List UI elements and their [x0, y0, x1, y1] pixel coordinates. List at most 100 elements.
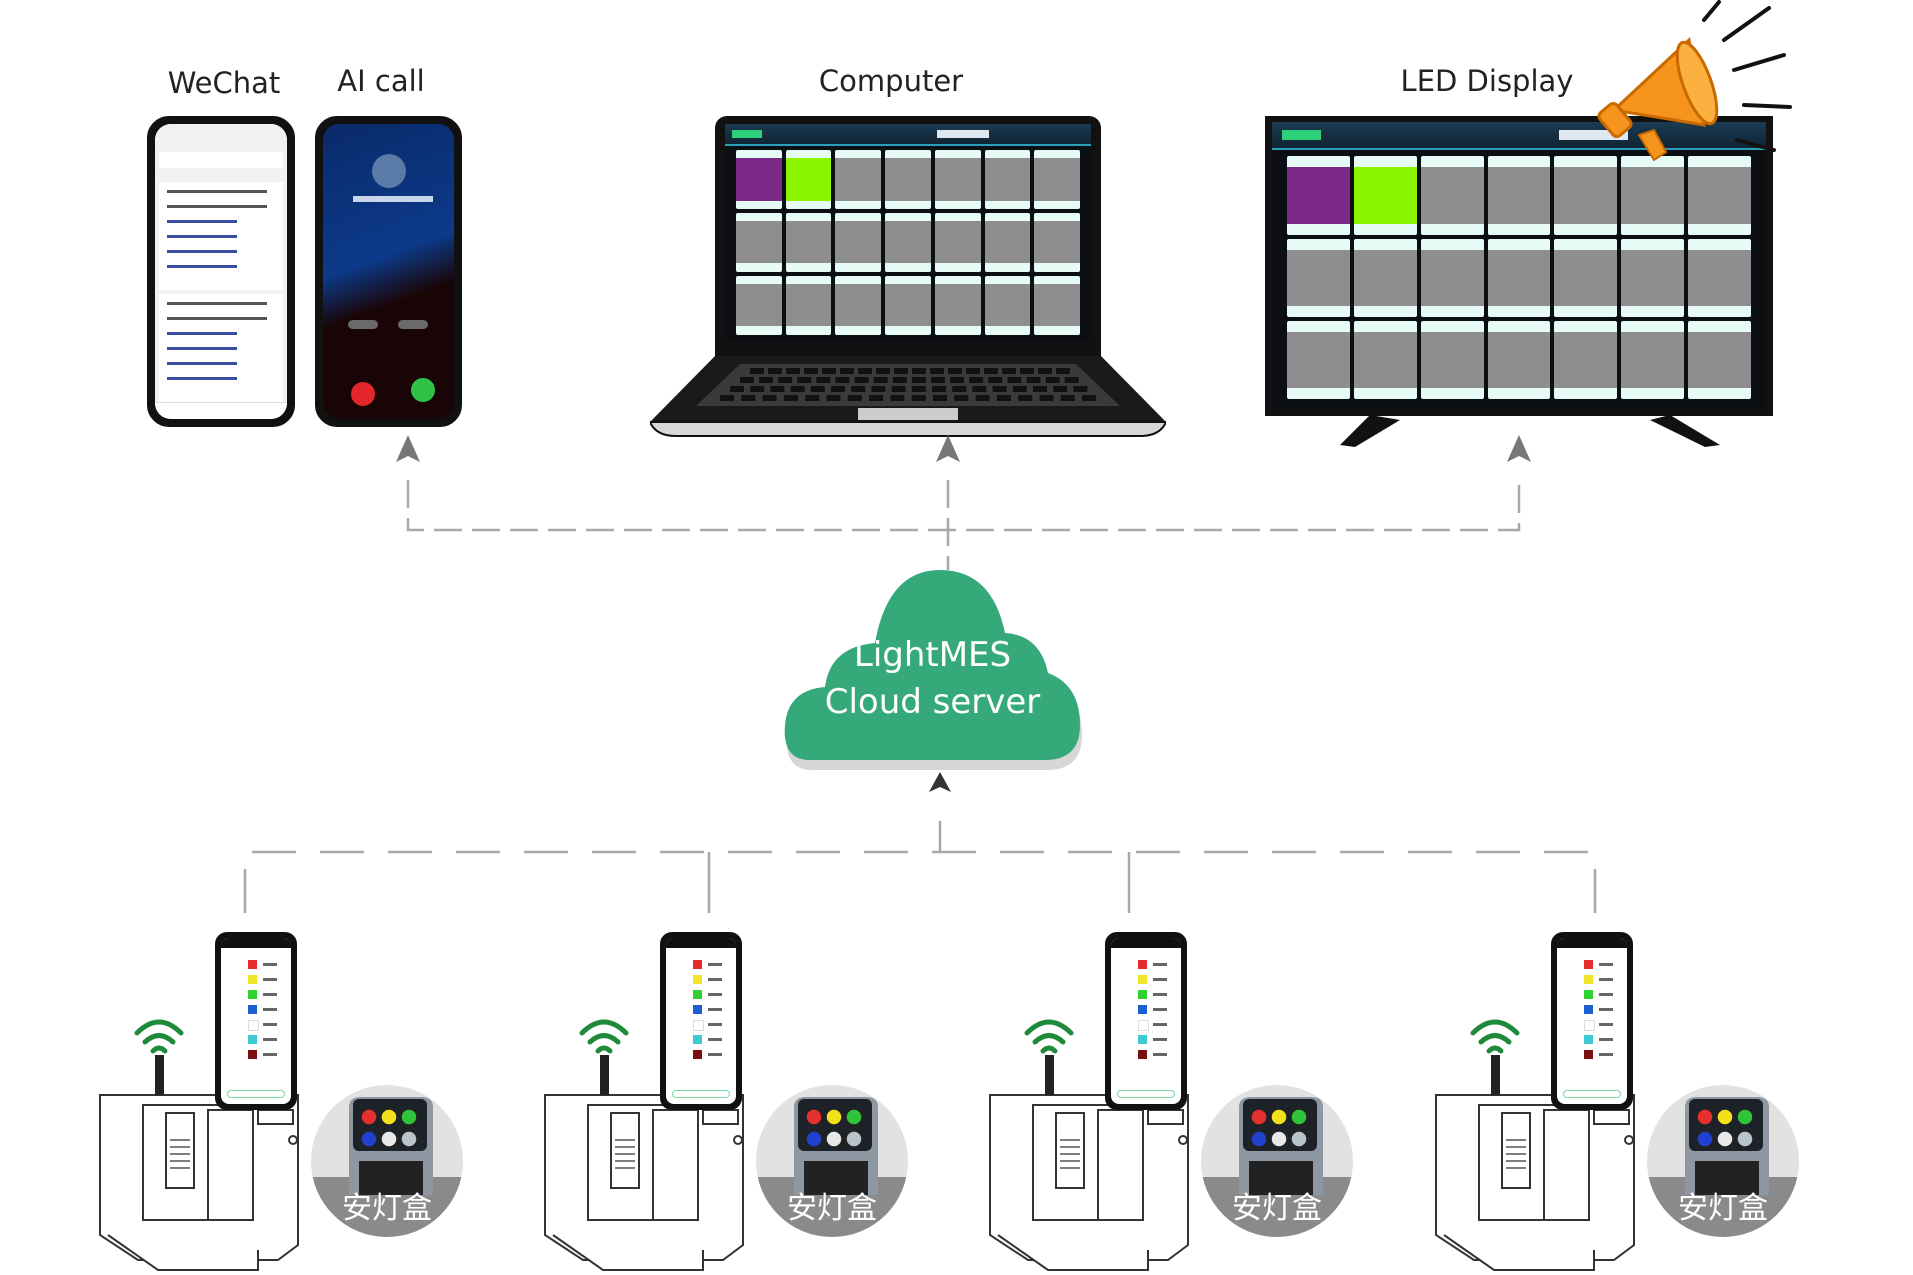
board-card: [785, 212, 832, 272]
andon-button: [845, 1130, 863, 1148]
arrow-up-icons: [396, 435, 1531, 792]
board-card: [1688, 321, 1752, 400]
board-card: [1420, 238, 1484, 318]
arrow-up-icon: [396, 435, 420, 462]
andon-button: [845, 1108, 863, 1126]
andon-button: [1716, 1130, 1734, 1148]
app-light-swatch: [248, 960, 257, 969]
andon-button: [1250, 1130, 1268, 1148]
board-card: [1621, 321, 1685, 400]
app-light-swatch: [693, 1050, 702, 1059]
machine-tool: [989, 1094, 1189, 1271]
signal-tower: [1045, 1055, 1054, 1095]
wifi-icon: [1470, 1019, 1520, 1054]
board-card: [835, 275, 882, 335]
andon-box-image: 安灯盒: [756, 1085, 908, 1237]
app-light-swatch: [1584, 1050, 1593, 1059]
cloud-line-1: LightMES: [853, 635, 1012, 675]
machine-tool: [1435, 1094, 1635, 1271]
andon-button: [1270, 1130, 1288, 1148]
cloud-line-2: Cloud server: [824, 682, 1041, 722]
board-card: [984, 275, 1031, 335]
station: 安灯盒: [0, 0, 463, 1275]
andon-box-image: 安灯盒: [311, 1085, 463, 1237]
app-light-swatch: [693, 975, 702, 984]
andon-button: [400, 1108, 418, 1126]
andon-button: [1736, 1130, 1754, 1148]
signal-tower: [600, 1055, 609, 1095]
laptop-dashboard: [725, 124, 1091, 341]
andon-button: [1290, 1108, 1308, 1126]
app-light-swatch: [1584, 1020, 1595, 1031]
board-card: [1034, 212, 1081, 272]
board-card: [1353, 321, 1417, 400]
andon-button: [1696, 1108, 1714, 1126]
app-light-swatch: [1138, 990, 1147, 999]
andon-button: [825, 1108, 843, 1126]
app-light-swatch: [1584, 990, 1593, 999]
board-card: [1286, 156, 1350, 235]
app-light-swatch: [1584, 960, 1593, 969]
app-light-swatch: [693, 960, 702, 969]
laptop-keyboard-base: [650, 356, 1166, 437]
answer-call-button: [411, 378, 435, 402]
board-card: [1420, 321, 1484, 400]
andon-app-screen: [666, 938, 736, 1104]
board-card: [1487, 156, 1551, 235]
app-light-swatch: [693, 990, 702, 999]
board-card: [835, 212, 882, 272]
board-card: [1554, 321, 1618, 400]
arrow-up-icon: [936, 435, 960, 462]
board-card: [1034, 150, 1081, 209]
cloud-server-label: LightMES Cloud server: [780, 632, 1085, 726]
andon-button: [1270, 1108, 1288, 1126]
board-card: [934, 275, 981, 335]
arrow-up-icon: [1507, 435, 1531, 462]
wifi-icon: [579, 1019, 629, 1054]
tv-stand: [1340, 415, 1720, 447]
led-dashboard: [1272, 122, 1766, 408]
andon-box-label: 安灯盒: [787, 1191, 877, 1226]
andon-box-device: [349, 1097, 433, 1195]
wechat-message-card: [159, 294, 283, 402]
andon-button: [380, 1108, 398, 1126]
andon-button: [1250, 1108, 1268, 1126]
app-light-swatch: [693, 1035, 702, 1044]
board-card: [1286, 238, 1350, 318]
ai-call-phone: [315, 116, 462, 427]
led-display-tv: [1265, 116, 1773, 416]
andon-button: [825, 1130, 843, 1148]
app-light-swatch: [1584, 1005, 1593, 1014]
app-light-swatch: [1138, 1050, 1147, 1059]
signal-tower: [1491, 1055, 1500, 1095]
andon-app-screen: [221, 938, 291, 1104]
board-card: [1034, 275, 1081, 335]
andon-button: [805, 1108, 823, 1126]
machine-tool: [544, 1094, 744, 1271]
andon-box-device: [1685, 1097, 1769, 1195]
app-light-swatch: [1138, 1005, 1147, 1014]
andon-app-phone: [215, 932, 297, 1110]
app-light-swatch: [248, 1035, 257, 1044]
andon-box-label: 安灯盒: [1678, 1191, 1768, 1226]
board-card: [1487, 238, 1551, 318]
board-card: [735, 275, 782, 335]
andon-box-image: 安灯盒: [1647, 1085, 1799, 1237]
ai-call-screen: [323, 124, 454, 419]
app-light-swatch: [248, 1050, 257, 1059]
board-card: [934, 212, 981, 272]
arrow-up-icon: [929, 772, 951, 792]
app-light-swatch: [248, 1020, 259, 1031]
andon-button: [1290, 1130, 1308, 1148]
board-card: [785, 150, 832, 209]
andon-button: [380, 1130, 398, 1148]
wechat-message-card: [159, 182, 283, 290]
andon-button: [360, 1130, 378, 1148]
andon-box-device: [794, 1097, 878, 1195]
app-light-swatch: [248, 1005, 257, 1014]
machine-tool: [99, 1094, 299, 1271]
andon-app-phone: [660, 932, 742, 1110]
app-light-swatch: [693, 1020, 704, 1031]
wechat-label: WeChat: [167, 66, 281, 100]
app-light-swatch: [1138, 960, 1147, 969]
